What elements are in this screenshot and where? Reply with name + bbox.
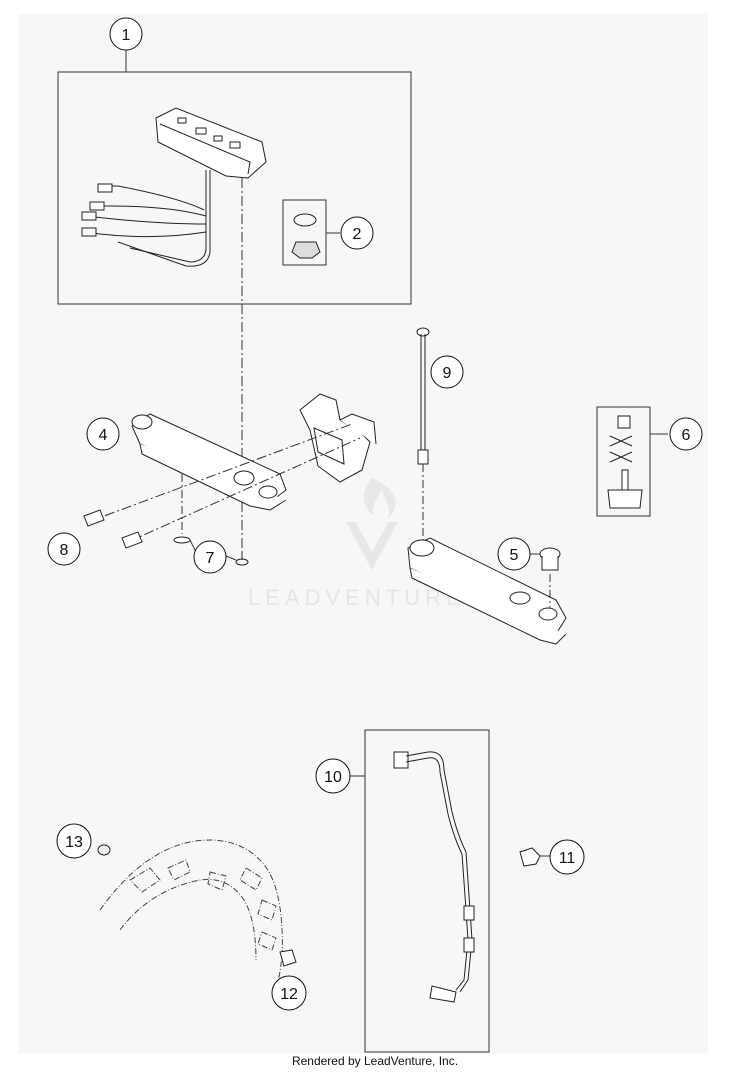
callout-label: 4 <box>99 427 108 444</box>
callout-label: 8 <box>60 542 69 559</box>
group-box-6 <box>596 406 651 517</box>
callout-label: 9 <box>443 365 452 382</box>
callout-12: 12 <box>271 975 307 1011</box>
spacer-drawing <box>279 949 297 967</box>
footer-credit: Rendered by LeadVenture, Inc. <box>291 1054 459 1068</box>
callout-13: 13 <box>56 823 92 859</box>
callout-4: 4 <box>86 417 120 451</box>
watermark-text: LEADVENTURE <box>248 585 466 610</box>
callout-label: 7 <box>206 550 215 567</box>
clip-drawing <box>97 844 111 856</box>
callout-label: 11 <box>559 850 576 867</box>
callout-label: 12 <box>280 986 298 1003</box>
disc-outline-drawing <box>99 839 283 991</box>
bolt-drawing <box>83 509 143 549</box>
instrument-cluster-drawing <box>81 107 267 267</box>
damper-kit-drawing <box>607 415 643 509</box>
callout-2: 2 <box>340 216 374 250</box>
callout-label: 1 <box>122 27 131 44</box>
callout-8: 8 <box>47 532 81 566</box>
callout-label: 6 <box>682 427 691 444</box>
group-box-10 <box>364 729 490 1053</box>
callout-6: 6 <box>669 417 703 451</box>
assembly-line-bolt-lower <box>127 437 361 543</box>
group-box-1 <box>57 71 412 305</box>
callout-10: 10 <box>315 758 351 794</box>
grommet-drawing <box>291 241 321 259</box>
callout-label: 13 <box>65 834 83 851</box>
nut-drawing <box>519 847 541 867</box>
callout-11: 11 <box>549 839 585 875</box>
callout-label: 2 <box>353 226 362 243</box>
leader-7a <box>189 539 197 553</box>
callout-label: 10 <box>324 769 342 786</box>
callout-7: 7 <box>193 540 227 574</box>
lower-bracket-drawing <box>407 537 567 645</box>
rod-drawing <box>416 327 430 465</box>
bushing-drawing <box>539 547 561 571</box>
sensor-cable-drawing <box>393 751 475 1003</box>
leadventure-watermark: LEADVENTURE <box>248 478 466 610</box>
callout-1: 1 <box>109 17 143 51</box>
o-ring-drawing <box>293 213 317 227</box>
leader-7b <box>225 555 237 561</box>
callout-label: 5 <box>510 547 519 564</box>
callout-9: 9 <box>430 355 464 389</box>
bracket-drawing <box>131 393 377 511</box>
callout-5: 5 <box>497 537 531 571</box>
screw-drawing <box>173 536 249 566</box>
assembly-line-bolt-upper <box>87 423 353 523</box>
